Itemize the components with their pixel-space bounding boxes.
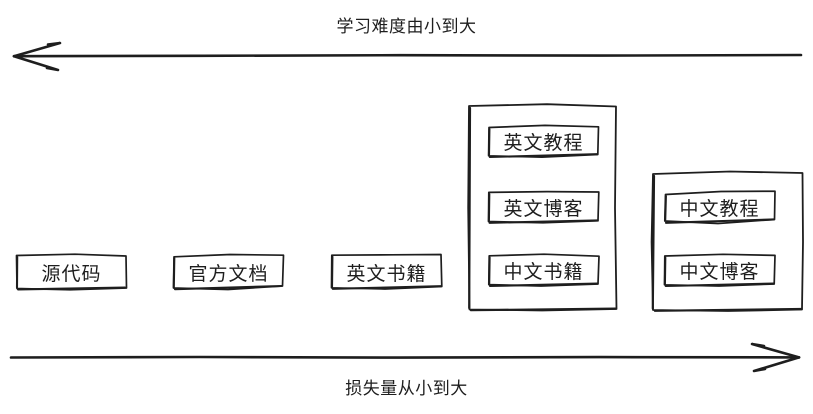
resource-box-label: 官方文档: [188, 262, 269, 285]
resource-box-chinese-books[interactable]: 中文书籍: [487, 253, 600, 288]
resource-box-source-code[interactable]: 源代码: [15, 253, 128, 291]
resource-box-label: 英文教程: [503, 132, 584, 154]
group-outline: [467, 103, 618, 312]
bottom-axis-label: 损失量从小到大: [345, 379, 468, 399]
box-outline: [487, 190, 600, 224]
resource-box-chinese-tutorial[interactable]: 中文教程: [663, 190, 776, 225]
resource-box-official-docs[interactable]: 官方文档: [172, 253, 285, 291]
box-outline: [172, 253, 285, 291]
resource-box-label: 中文书籍: [503, 261, 584, 283]
resource-box-english-tutorial[interactable]: 英文教程: [487, 124, 600, 159]
resource-box-english-blog[interactable]: 英文博客: [487, 190, 600, 225]
resource-box-label: 英文博客: [503, 198, 584, 220]
english-resources-group[interactable]: 英文教程 英文博客 中文书籍: [467, 103, 618, 312]
resource-box-label: 中文博客: [679, 261, 760, 283]
resource-box-label: 源代码: [41, 262, 102, 285]
box-outline: [663, 190, 776, 225]
resource-box-english-books[interactable]: 英文书籍: [330, 253, 443, 291]
box-outline: [663, 253, 776, 288]
resource-box-label: 英文书籍: [346, 262, 427, 285]
box-outline: [487, 124, 600, 159]
group-outline: [650, 170, 804, 312]
box-outline: [487, 253, 600, 288]
box-outline: [330, 253, 443, 290]
resource-box-chinese-blog[interactable]: 中文博客: [663, 253, 776, 288]
box-outline: [15, 253, 128, 291]
top-axis-label: 学习难度由小到大: [336, 17, 477, 37]
chinese-resources-group[interactable]: 中文教程 中文博客: [650, 170, 805, 312]
resource-box-label: 中文教程: [679, 198, 760, 220]
